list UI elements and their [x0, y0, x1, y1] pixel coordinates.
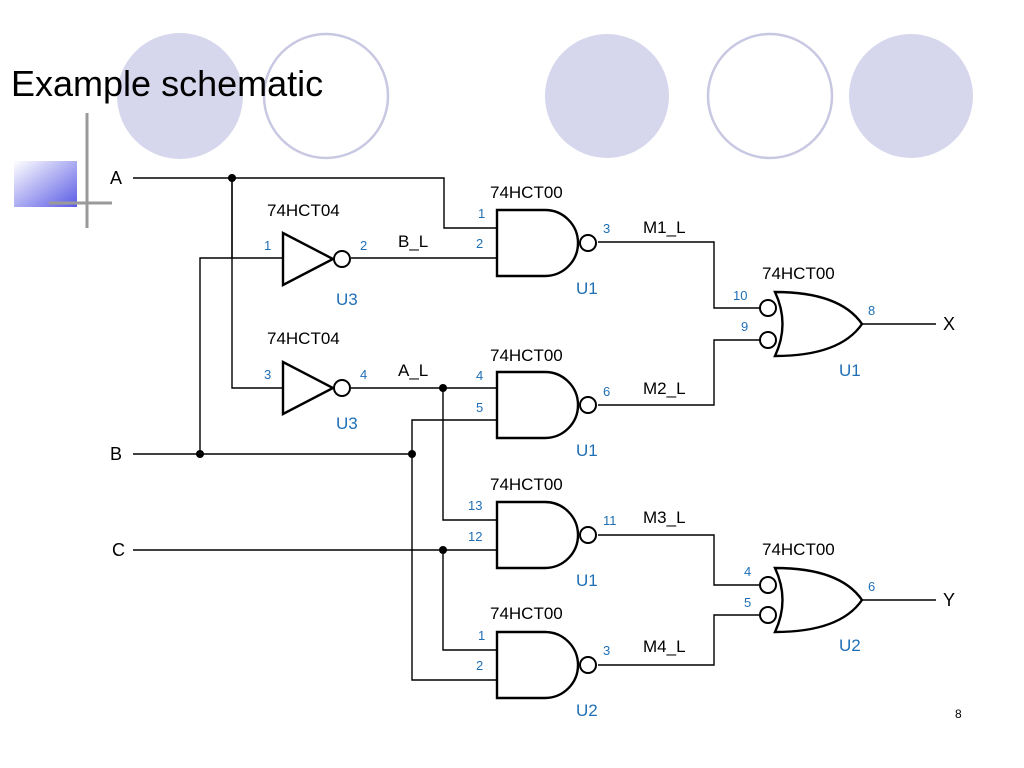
- ref-designator: U1: [576, 571, 598, 590]
- pin-number: 6: [868, 579, 875, 594]
- pin-number: 6: [603, 384, 610, 399]
- pin-number: 4: [476, 368, 483, 383]
- bubble-filled: [849, 34, 973, 158]
- pin-number: 2: [476, 658, 483, 673]
- junction-dots: [196, 174, 447, 554]
- ref-designator: U2: [576, 701, 598, 720]
- ref-designator: U2: [839, 636, 861, 655]
- accent-block: [14, 161, 77, 207]
- part-label: 74HCT00: [762, 540, 835, 559]
- bubble-filled: [117, 33, 243, 159]
- inverter-1: [281, 231, 351, 287]
- part-label: 74HCT00: [762, 264, 835, 283]
- pin-number: 12: [468, 529, 482, 544]
- part-label: 74HCT04: [267, 201, 340, 220]
- pin-number: 11: [603, 513, 617, 528]
- part-label: 74HCT00: [490, 475, 563, 494]
- bubble-filled: [545, 34, 669, 158]
- bubble-outline: [262, 32, 390, 160]
- slide-title: Example schematic: [11, 63, 323, 104]
- or-gate-2: [759, 566, 864, 634]
- wires: [133, 177, 936, 681]
- bubble-outline: [706, 32, 834, 160]
- pin-number: 1: [264, 238, 271, 253]
- ref-designator: U3: [336, 290, 358, 309]
- nand-gate-1: [495, 208, 597, 278]
- ref-designator: U1: [576, 441, 598, 460]
- pin-number: 4: [360, 367, 367, 382]
- ref-designator: U1: [839, 361, 861, 380]
- pin-number: 5: [476, 400, 483, 415]
- net-label: M4_L: [643, 637, 686, 656]
- pin-number: 3: [603, 221, 610, 236]
- pin-number: 3: [264, 367, 271, 382]
- nand-gate-2: [495, 370, 597, 440]
- output-label-x: X: [943, 314, 955, 334]
- net-label: B_L: [398, 232, 428, 251]
- pin-number: 1: [478, 206, 485, 221]
- pin-number: 5: [744, 595, 751, 610]
- part-label: 74HCT00: [490, 604, 563, 623]
- part-label: 74HCT04: [267, 329, 340, 348]
- or-gate-1: [759, 290, 864, 358]
- input-label-a: A: [110, 168, 122, 188]
- pin-number: 13: [468, 498, 482, 513]
- decorative-bubbles: [117, 32, 973, 160]
- crosshair-icon: [49, 113, 112, 228]
- net-label: A_L: [398, 361, 428, 380]
- inverter-2: [281, 360, 351, 416]
- pin-number: 3: [603, 643, 610, 658]
- pin-number: 9: [741, 319, 748, 334]
- net-label: M2_L: [643, 379, 686, 398]
- ref-designator: U1: [576, 279, 598, 298]
- nand-gate-4: [495, 630, 597, 700]
- ref-designator: U3: [336, 414, 358, 433]
- nand-gate-3: [495, 500, 597, 570]
- part-label: 74HCT00: [490, 183, 563, 202]
- pin-number: 1: [478, 628, 485, 643]
- output-label-y: Y: [943, 590, 955, 610]
- input-label-c: C: [112, 540, 125, 560]
- part-label: 74HCT00: [490, 346, 563, 365]
- pin-number: 8: [868, 303, 875, 318]
- pin-number: 10: [733, 288, 747, 303]
- pin-number: 2: [360, 238, 367, 253]
- input-label-b: B: [110, 444, 122, 464]
- pin-number: 4: [744, 564, 751, 579]
- page-number: 8: [955, 707, 962, 721]
- net-label: M1_L: [643, 218, 686, 237]
- pin-number: 2: [476, 236, 483, 251]
- net-label: M3_L: [643, 508, 686, 527]
